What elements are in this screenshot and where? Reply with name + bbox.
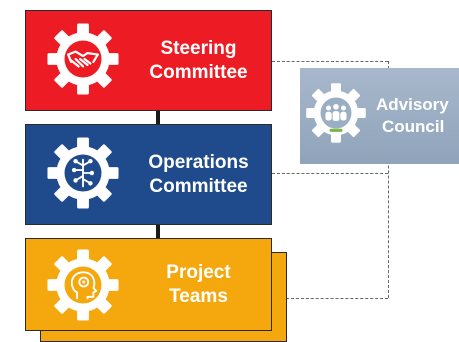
project-teams-label: Project Teams <box>126 239 271 330</box>
dashed-connector-vertical <box>388 61 389 298</box>
dashed-connector-steering <box>272 61 388 62</box>
gear-network-icon <box>46 136 120 210</box>
steering-line1: Steering <box>160 37 237 59</box>
dashed-connector-operations <box>272 173 388 174</box>
operations-committee-label: Operations Committee <box>126 125 271 224</box>
advisory-line1: Advisory <box>376 95 449 114</box>
advisory-council-label: Advisory Council <box>370 68 459 164</box>
operations-line2: Committee <box>149 175 248 197</box>
dashed-connector-project <box>286 298 388 299</box>
steering-committee-label: Steering Committee <box>126 11 271 110</box>
people-group-icon <box>305 82 367 144</box>
advisory-council-box: Advisory Council <box>300 68 459 164</box>
project-line2: Teams <box>169 285 228 307</box>
solid-connector-bottom <box>156 224 160 240</box>
steering-committee-box: Steering Committee <box>25 10 272 111</box>
advisory-line2: Council <box>382 117 445 136</box>
project-teams-box: Project Teams <box>25 238 272 331</box>
head-gear-icon <box>46 248 120 322</box>
project-line1: Project <box>166 261 231 283</box>
handshake-icon <box>46 22 120 96</box>
operations-committee-box: Operations Committee <box>25 124 272 225</box>
operations-line1: Operations <box>148 151 249 173</box>
solid-connector-top <box>156 111 160 125</box>
steering-line2: Committee <box>149 61 248 83</box>
